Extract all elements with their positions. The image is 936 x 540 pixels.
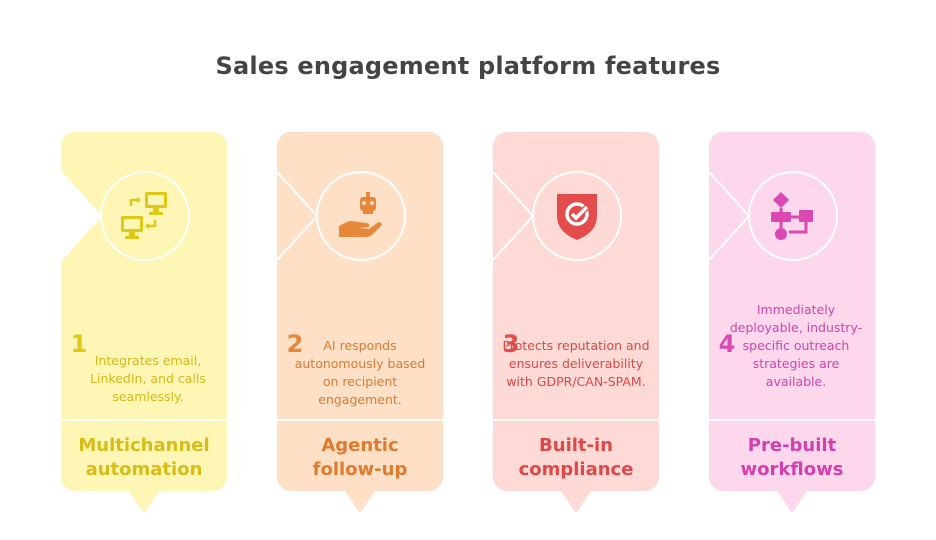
multichannel-computers-icon xyxy=(119,192,169,244)
feature-label-line2: follow-up xyxy=(312,459,408,480)
feature-description: Immediately deployable, industry-specifi… xyxy=(729,302,863,389)
divider xyxy=(493,419,659,421)
feature-label: Pre-built workflows xyxy=(709,434,875,482)
step-number: 1 xyxy=(70,330,88,358)
notch-decoration xyxy=(276,171,406,261)
feature-description: Integrates email, LinkedIn, and calls se… xyxy=(90,353,206,404)
step-number: 3 xyxy=(502,330,520,358)
notch-decoration xyxy=(492,171,622,261)
card-pointer xyxy=(128,490,160,513)
step-number: 2 xyxy=(286,330,304,358)
feature-label-line2: compliance xyxy=(518,459,634,480)
feature-card-agentic: 2 AI responds autonomously based on reci… xyxy=(276,132,443,491)
feature-label: Built-in compliance xyxy=(493,434,659,482)
feature-label-line1: Multichannel xyxy=(78,435,210,456)
card-pointer xyxy=(776,490,808,513)
divider xyxy=(61,419,227,421)
card-pointer xyxy=(344,490,376,513)
divider xyxy=(277,419,443,421)
notch-decoration xyxy=(60,171,190,261)
notch-decoration xyxy=(708,171,838,261)
card-pointer xyxy=(560,490,592,513)
divider xyxy=(709,419,875,421)
feature-description: AI responds autonomously based on recipi… xyxy=(294,338,426,407)
workflow-icon xyxy=(767,192,819,246)
feature-label-line2: workflows xyxy=(740,459,844,480)
feature-label-line2: automation xyxy=(85,459,203,480)
step-number: 4 xyxy=(718,330,736,358)
shield-check-icon xyxy=(553,190,601,246)
feature-card-multichannel: 1 Integrates email, LinkedIn, and calls … xyxy=(60,132,227,491)
feature-card-compliance: 3 Protects reputation and ensures delive… xyxy=(492,132,659,491)
feature-label-line1: Built-in xyxy=(539,435,613,456)
robot-hand-icon xyxy=(337,192,385,244)
feature-label-line1: Pre-built xyxy=(747,435,837,456)
feature-card-workflows: 4 Immediately deployable, industry-speci… xyxy=(708,132,875,491)
feature-label: Agentic follow-up xyxy=(277,434,443,482)
feature-label: Multichannel automation xyxy=(61,434,227,482)
feature-description: Protects reputation and ensures delivera… xyxy=(502,338,650,389)
feature-label-line1: Agentic xyxy=(321,435,399,456)
page-title: Sales engagement platform features xyxy=(215,52,721,80)
